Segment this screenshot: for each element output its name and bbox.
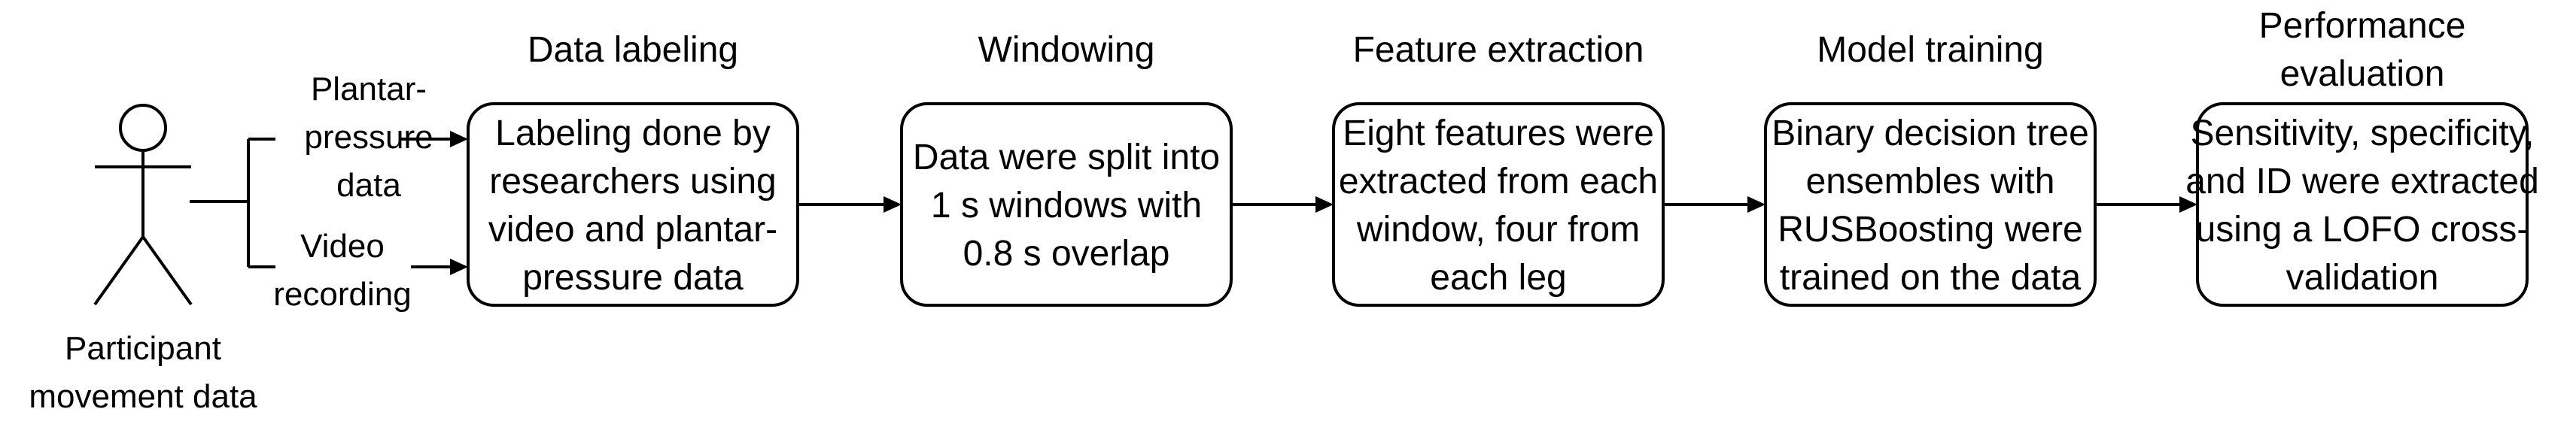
participant-label: Participant movement data bbox=[29, 330, 257, 415]
stage-3-text-line-3: window, four from bbox=[1356, 210, 1640, 250]
arrow-stage-3-to-4 bbox=[1663, 196, 1765, 213]
input-label-video-recording: Video recording bbox=[273, 228, 411, 313]
input-label-plantar-pressure: Plantar-pressure data bbox=[304, 71, 433, 204]
stage-5-title-line-2: evaluation bbox=[2280, 54, 2445, 94]
stage-5-title-line-1: Performance bbox=[2259, 6, 2466, 46]
arrowhead-icon bbox=[884, 196, 902, 213]
participant-figure-icon bbox=[93, 104, 193, 306]
input-label-plantar-pressure-line-2: pressure bbox=[304, 119, 433, 156]
input-label-video-recording-line-1: Video bbox=[300, 228, 385, 265]
arrowhead-video-icon bbox=[450, 259, 468, 275]
stage-1-title-line-1: Data labeling bbox=[528, 30, 738, 70]
stage-3-text-line-2: extracted from each bbox=[1339, 162, 1658, 201]
stage-5-text-line-2: and ID were extracted bbox=[2185, 162, 2539, 201]
input-label-plantar-pressure-line-1: Plantar- bbox=[311, 71, 427, 108]
stage-1-text-line-1: Labeling done by bbox=[495, 114, 771, 153]
stage-4-title-line-1: Model training bbox=[1817, 30, 2044, 70]
stage-5-title: Performance evaluation bbox=[2259, 6, 2466, 94]
input-label-video-recording-line-2: recording bbox=[273, 276, 411, 313]
stage-5-text-line-3: using a LOFO cross- bbox=[2196, 210, 2529, 250]
stage-4-title: Model training bbox=[1817, 30, 2044, 70]
stage-1-text-line-2: researchers using bbox=[489, 162, 777, 201]
arrowhead-icon bbox=[1315, 196, 1334, 213]
stage-2-text-line-2: 1 s windows with bbox=[931, 186, 1202, 226]
stage-3-text-line-1: Eight features were bbox=[1343, 114, 1654, 153]
arrowhead-icon bbox=[2179, 196, 2197, 213]
stage-3-text: Eight features were extracted from each wi… bbox=[1339, 114, 1658, 298]
stage-5-text: Sensitivity, specificity, and ID were ext… bbox=[2185, 114, 2539, 298]
stage-3-text-line-4: each leg bbox=[1430, 258, 1566, 298]
participant-label-line-1: Participant bbox=[65, 330, 221, 367]
participant-label-line-2: movement data bbox=[29, 378, 257, 415]
stage-2-title-line-1: Windowing bbox=[978, 30, 1155, 70]
arrow-stage-2-to-3 bbox=[1231, 196, 1334, 213]
stage-2-title: Windowing bbox=[978, 30, 1155, 70]
arrow-stage-4-to-5 bbox=[2095, 196, 2197, 213]
stage-1-text-line-3: video and plantar- bbox=[488, 210, 777, 250]
input-label-plantar-pressure-line-3: data bbox=[336, 167, 401, 204]
stage-4-text-line-2: ensembles with bbox=[1806, 162, 2055, 201]
stage-2-text: Data were split into 1 s windows with 0.8 … bbox=[913, 138, 1220, 274]
stage-5-text-line-4: validation bbox=[2286, 258, 2439, 298]
stage-1-title: Data labeling bbox=[528, 30, 738, 70]
stage-1-text-line-4: pressure data bbox=[522, 258, 744, 298]
stage-1-text: Labeling done by researchers using video a… bbox=[488, 114, 777, 298]
stage-5-text-line-1: Sensitivity, specificity, bbox=[2190, 114, 2534, 153]
input-connector bbox=[190, 131, 468, 275]
stage-4-text-line-1: Binary decision tree bbox=[1772, 114, 2089, 153]
arrow-stage-1-to-2 bbox=[798, 196, 902, 213]
arrowhead-plantar-icon bbox=[450, 131, 468, 147]
arrows-layer bbox=[798, 196, 2197, 213]
stage-3-title: Feature extraction bbox=[1353, 30, 1644, 70]
arrowhead-icon bbox=[1747, 196, 1765, 213]
stage-4-text-line-3: RUSBoosting were bbox=[1778, 210, 2083, 250]
stage-4-text-line-4: trained on the data bbox=[1780, 258, 2082, 298]
stage-2-text-line-3: 0.8 s overlap bbox=[963, 234, 1170, 274]
stage-2-text-line-1: Data were split into bbox=[913, 138, 1220, 177]
stage-3-title-line-1: Feature extraction bbox=[1353, 30, 1644, 70]
